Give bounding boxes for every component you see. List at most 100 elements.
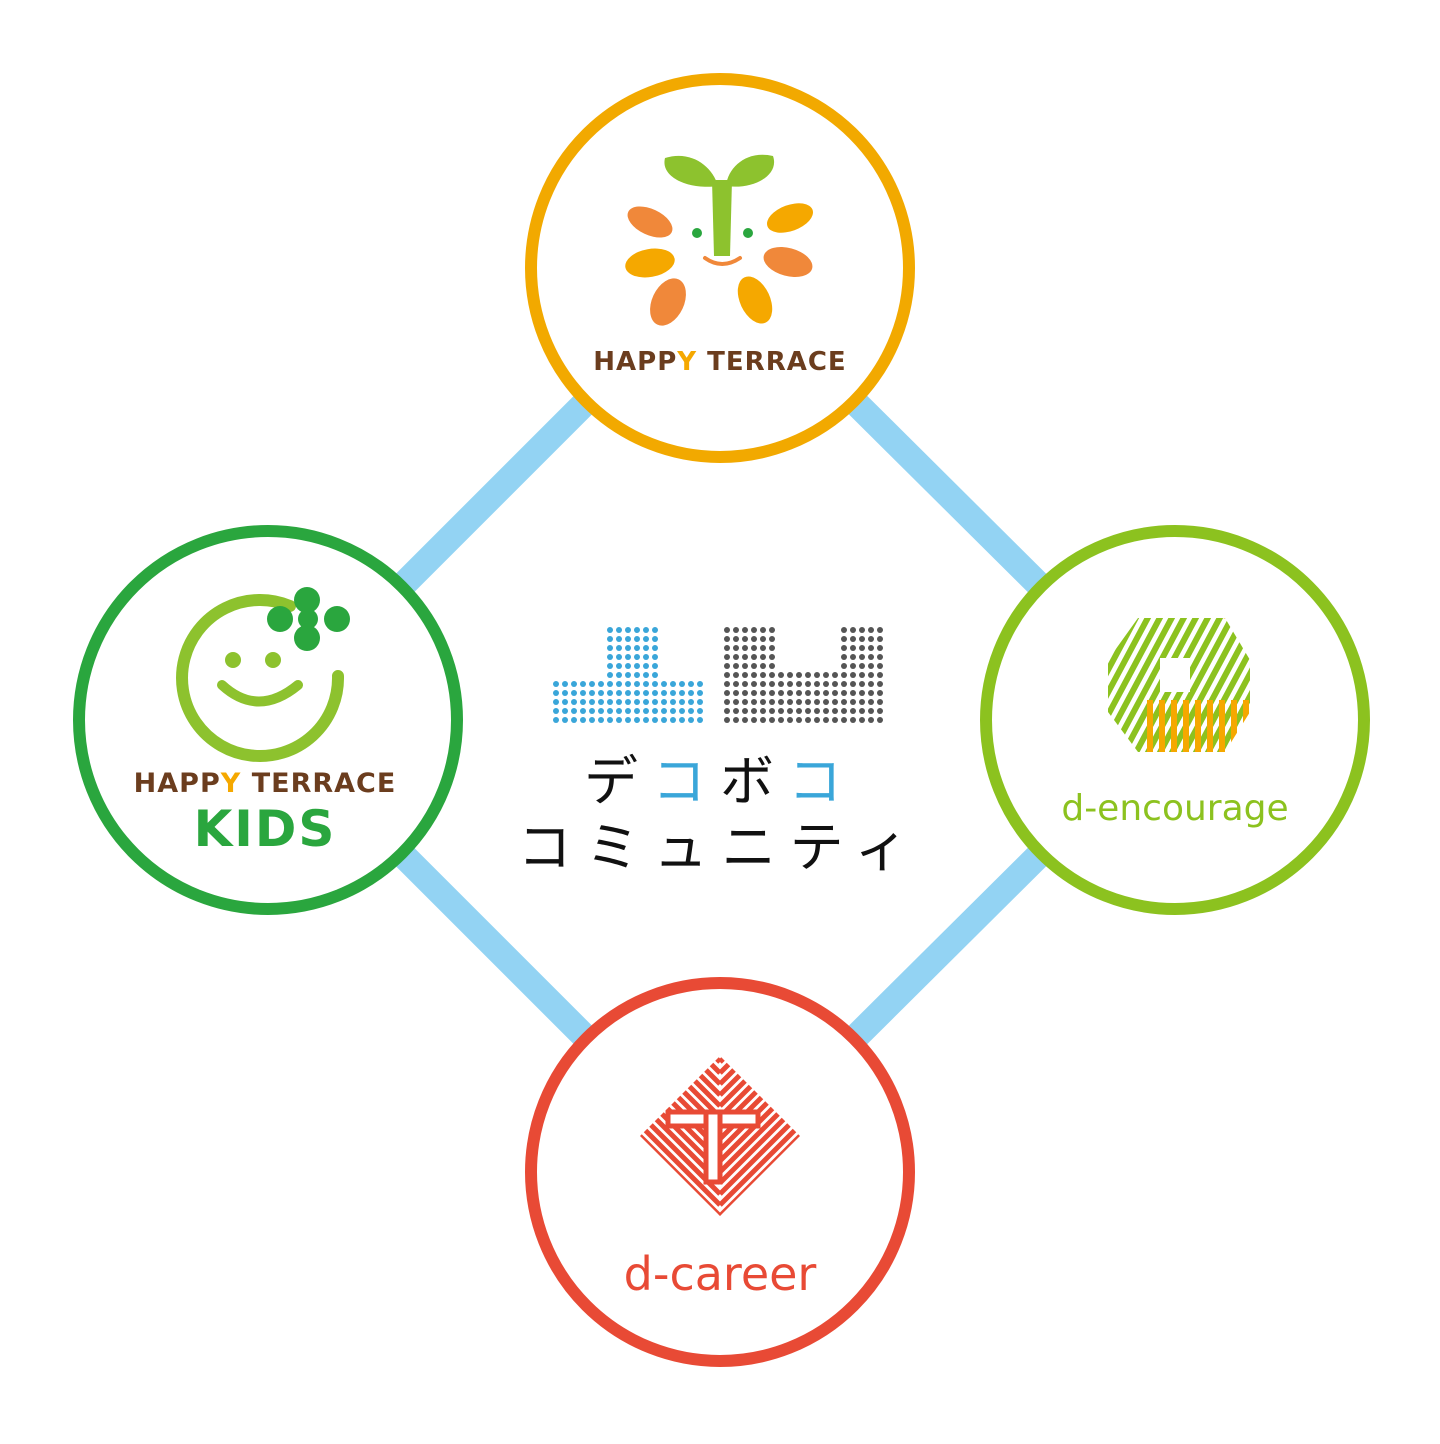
- logo-dot: [616, 708, 622, 714]
- logo-dot: [616, 681, 622, 687]
- logo-dot: [553, 717, 559, 723]
- logo-dot: [850, 690, 856, 696]
- logo-dot: [841, 636, 847, 642]
- logo-dot: [625, 636, 631, 642]
- logo-dot: [877, 645, 883, 651]
- title-char-ko-2: コ: [788, 750, 856, 813]
- d-career-label: d-career: [624, 1247, 817, 1301]
- logo-dot: [787, 681, 793, 687]
- logo-dot: [697, 717, 703, 723]
- logo-dot: [814, 672, 820, 678]
- logo-dot: [877, 654, 883, 660]
- logo-dot: [769, 645, 775, 651]
- logo-dot: [688, 717, 694, 723]
- title-char-de: デ: [584, 750, 652, 813]
- stripe: [640, 1124, 722, 1216]
- logo-dot: [805, 672, 811, 678]
- stripe: [1108, 618, 1143, 752]
- logo-dot: [850, 699, 856, 705]
- logo-dot: [643, 645, 649, 651]
- logo-dot: [868, 708, 874, 714]
- logo-dot: [643, 627, 649, 633]
- logo-dot: [670, 690, 676, 696]
- logo-dot: [859, 681, 865, 687]
- logo-dot: [832, 717, 838, 723]
- logo-dot: [760, 636, 766, 642]
- logo-dot: [625, 672, 631, 678]
- logo-dot: [652, 663, 658, 669]
- logo-dot: [868, 663, 874, 669]
- logo-dot: [688, 708, 694, 714]
- logo-dot: [769, 690, 775, 696]
- logo-dot: [724, 654, 730, 660]
- logo-dot: [778, 681, 784, 687]
- node-happy-terrace: HAPPY TERRACE: [525, 73, 915, 463]
- logo-dot: [634, 627, 640, 633]
- logo-dot: [697, 699, 703, 705]
- striped-octagon-logo-icon: [1108, 618, 1250, 752]
- logo-dot: [616, 663, 622, 669]
- logo-dot: [643, 663, 649, 669]
- logo-dot: [742, 717, 748, 723]
- logo-dot: [607, 708, 613, 714]
- logo-dot: [832, 690, 838, 696]
- logo-dot: [778, 717, 784, 723]
- logo-dot: [562, 717, 568, 723]
- logo-dot: [625, 717, 631, 723]
- logo-dot: [643, 654, 649, 660]
- logo-dot: [670, 708, 676, 714]
- logo-dot: [814, 690, 820, 696]
- logo-dot: [787, 717, 793, 723]
- stripe: [1153, 618, 1239, 752]
- logo-dot: [643, 672, 649, 678]
- logo-dot: [841, 699, 847, 705]
- stripe: [1165, 618, 1250, 752]
- logo-dot: [625, 690, 631, 696]
- logo-dot: [868, 636, 874, 642]
- logo-dot: [634, 663, 640, 669]
- logo-dot: [616, 645, 622, 651]
- logo-dot: [841, 654, 847, 660]
- logo-dot: [760, 654, 766, 660]
- logo-dot: [697, 681, 703, 687]
- logo-dot: [724, 636, 730, 642]
- logo-dot: [841, 672, 847, 678]
- logo-dot: [661, 690, 667, 696]
- logo-dot: [805, 717, 811, 723]
- logo-dot: [760, 672, 766, 678]
- logo-dot: [850, 708, 856, 714]
- logo-dot: [733, 717, 739, 723]
- logo-dot: [571, 681, 577, 687]
- logo-dot: [868, 645, 874, 651]
- logo-dot: [823, 690, 829, 696]
- logo-dot: [598, 699, 604, 705]
- logo-dot: [742, 708, 748, 714]
- logo-dot: [751, 699, 757, 705]
- logo-dot: [823, 672, 829, 678]
- logo-dot: [733, 627, 739, 633]
- logo-dot: [652, 672, 658, 678]
- dekoboko-dot-logo: [553, 627, 883, 723]
- logo-dot: [652, 699, 658, 705]
- logo-dot: [859, 636, 865, 642]
- logo-dot: [742, 636, 748, 642]
- logo-dot: [598, 708, 604, 714]
- logo-dot: [625, 663, 631, 669]
- logo-dot: [877, 681, 883, 687]
- logo-dot: [742, 672, 748, 678]
- stripe: [640, 1056, 722, 1097]
- logo-dot: [643, 636, 649, 642]
- logo-dot: [850, 672, 856, 678]
- logo-dot: [877, 708, 883, 714]
- logo-dot: [760, 690, 766, 696]
- logo-dot: [670, 681, 676, 687]
- logo-dot: [562, 690, 568, 696]
- logo-dot: [733, 654, 739, 660]
- logo-dot: [625, 699, 631, 705]
- logo-dot: [877, 699, 883, 705]
- stripe: [1108, 618, 1155, 752]
- logo-dot: [562, 708, 568, 714]
- logo-dot: [733, 663, 739, 669]
- logo-dot: [643, 699, 649, 705]
- logo-dot: [679, 708, 685, 714]
